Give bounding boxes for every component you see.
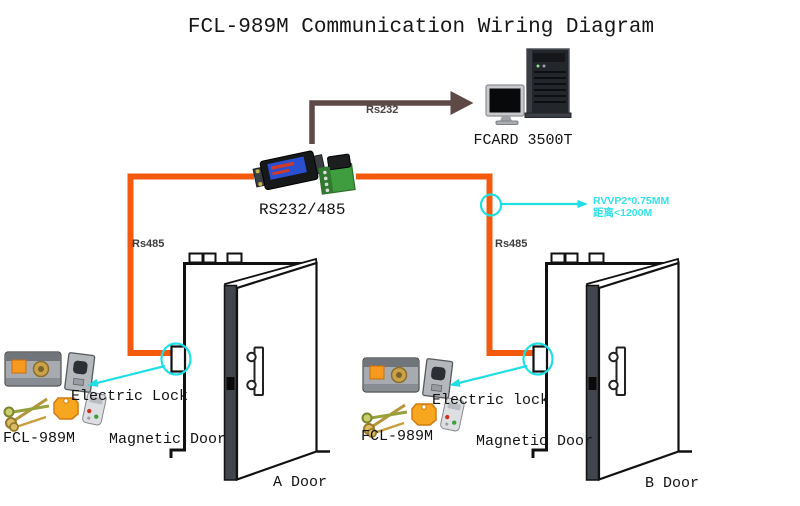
- diagram-title: FCL-989M Communication Wiring Diagram: [187, 16, 655, 39]
- controller-label-a: FCL-989M: [3, 430, 76, 447]
- rs485-right-label: Rs485: [495, 238, 528, 250]
- rs232-label: Rs232: [366, 104, 399, 116]
- electric-lock-callout-b: [449, 342, 554, 387]
- electric-lock-label-a: Electric Lock: [71, 388, 189, 405]
- converter-caption: RS232/485: [259, 201, 346, 219]
- cable-spec-line1: RVVP2*0.75MM: [593, 195, 670, 207]
- electric-lock-callout-a: [87, 342, 192, 387]
- door-a-label: A Door: [273, 474, 328, 491]
- magnetic-door-label-b: Magnetic Door: [476, 433, 594, 450]
- electric-lock-label-b: Electric lock: [432, 392, 550, 409]
- converter-icon: [252, 144, 356, 196]
- monitor-icon: [485, 84, 525, 125]
- terminal-block-icon: [318, 153, 356, 195]
- cable-spec-callout: [479, 193, 588, 217]
- magnetic-door-label-a: Magnetic Door: [109, 431, 227, 448]
- cable-spec-line2: 距离<1200M: [593, 207, 653, 219]
- rs485-left-label: Rs485: [132, 238, 165, 250]
- door-b-label: B Door: [645, 475, 700, 492]
- rs232-wire-arrow: [309, 90, 474, 150]
- computer-icon: [485, 48, 572, 125]
- computer-caption: FCARD 3500T: [473, 132, 573, 149]
- controller-label-b: FCL-989M: [361, 428, 434, 445]
